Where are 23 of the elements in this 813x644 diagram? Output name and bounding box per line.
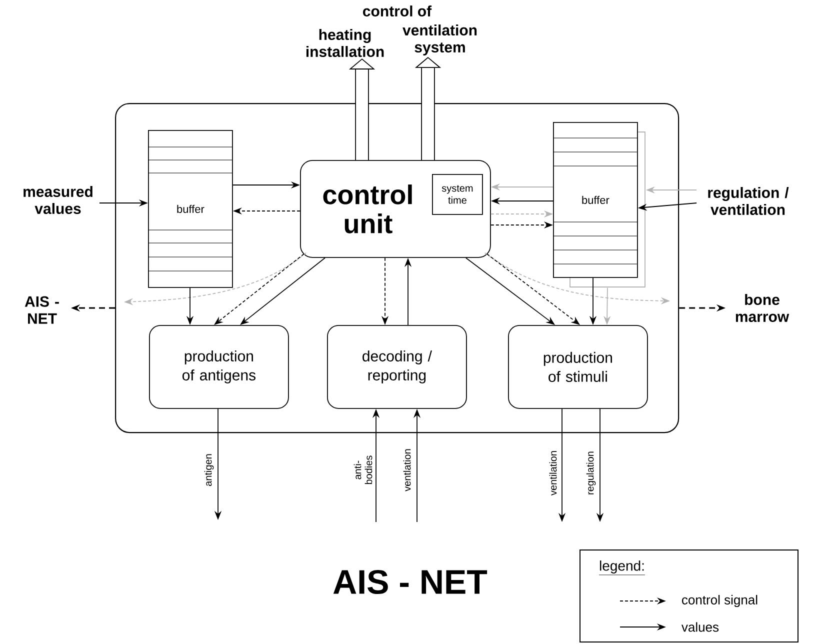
signal-label: bone marrow	[736, 294, 790, 322]
process-box: production of antigens	[149, 325, 289, 409]
legend-text: values	[682, 622, 719, 632]
heading-label: control of	[363, 6, 432, 16]
buffer-box: buffer	[148, 130, 233, 288]
signal-label: regulation / ventilation	[708, 187, 789, 215]
process-box: decoding / reporting	[327, 325, 467, 409]
caption: AIS - NET	[333, 570, 488, 594]
legend-heading: legend:	[598, 560, 646, 576]
edge-label: ventlation	[402, 448, 412, 492]
edge-label: antigen	[203, 452, 215, 488]
signal-label: measured values	[24, 186, 92, 214]
signal-label: heating installation	[306, 29, 384, 57]
signal-label: ventilation system	[402, 24, 477, 56]
edge-label: anti- bodies	[352, 454, 374, 486]
signal-label: AIS - NET	[24, 296, 59, 324]
edge-label: regulation	[585, 450, 597, 496]
system-time-box: system time	[432, 174, 483, 215]
process-box: production of stimuli	[508, 325, 648, 409]
buffer-box: buffer	[552, 122, 646, 288]
legend-text: control signal	[682, 594, 758, 608]
edge-label: ventilation	[548, 449, 558, 496]
outer-frame	[115, 103, 680, 434]
